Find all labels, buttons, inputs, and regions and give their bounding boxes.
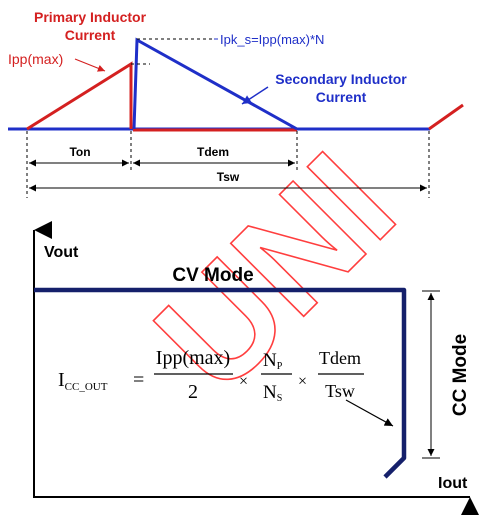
waveform-section: Ton Tdem Tsw Primary Inductor Current Ip… — [8, 9, 464, 198]
formula-equals: = — [133, 369, 144, 391]
secondary-pointer — [241, 86, 269, 105]
watermark: UNI — [123, 120, 426, 423]
secondary-label-line1: Secondary Inductor — [275, 71, 407, 87]
cc-mode-label: CC Mode — [450, 334, 471, 416]
tdem-label: Tdem — [197, 145, 229, 159]
ipk-label: Ipk_s=Ipp(max)*N — [220, 32, 324, 47]
tsw-to-cc-pointer — [345, 399, 394, 427]
fraction1-denominator: 2 — [188, 381, 198, 403]
cv-mode-label: CV Mode — [172, 265, 253, 286]
fraction2-denominator: NS — [263, 382, 282, 404]
fraction2-numerator: NP — [263, 350, 283, 372]
iout-axis-label: Iout — [438, 475, 468, 492]
times-2: × — [298, 373, 307, 390]
primary-current-ramp — [26, 61, 133, 131]
secondary-current-ramp — [132, 37, 298, 131]
fraction1-numerator: Ipp(max) — [156, 347, 230, 369]
ipp-max-label: Ipp(max) — [8, 51, 63, 67]
cv-cc-curve — [34, 287, 407, 479]
fraction3-denominator: Tsw — [325, 381, 355, 401]
watermark-text: UNI — [124, 121, 425, 422]
times-1: × — [239, 373, 248, 390]
vout-axis-label: Vout — [44, 244, 79, 261]
tsw-label: Tsw — [217, 170, 240, 184]
primary-label-line2: Current — [65, 27, 116, 43]
ipp-pointer — [74, 58, 106, 72]
cv-cc-plot: Vout Iout CV Mode CC Mode ICC_OUT = Ipp(… — [33, 221, 479, 515]
fraction3-numerator: Tdem — [319, 348, 361, 368]
cc-current-formula: ICC_OUT = Ipp(max) 2 × NP NS × Tdem Tsw — [58, 347, 364, 404]
formula-lhs: ICC_OUT — [58, 369, 108, 393]
secondary-label-line2: Current — [316, 89, 367, 105]
primary-label-line1: Primary Inductor — [34, 9, 147, 25]
primary-next-cycle — [428, 103, 464, 131]
ton-label: Ton — [69, 145, 90, 159]
